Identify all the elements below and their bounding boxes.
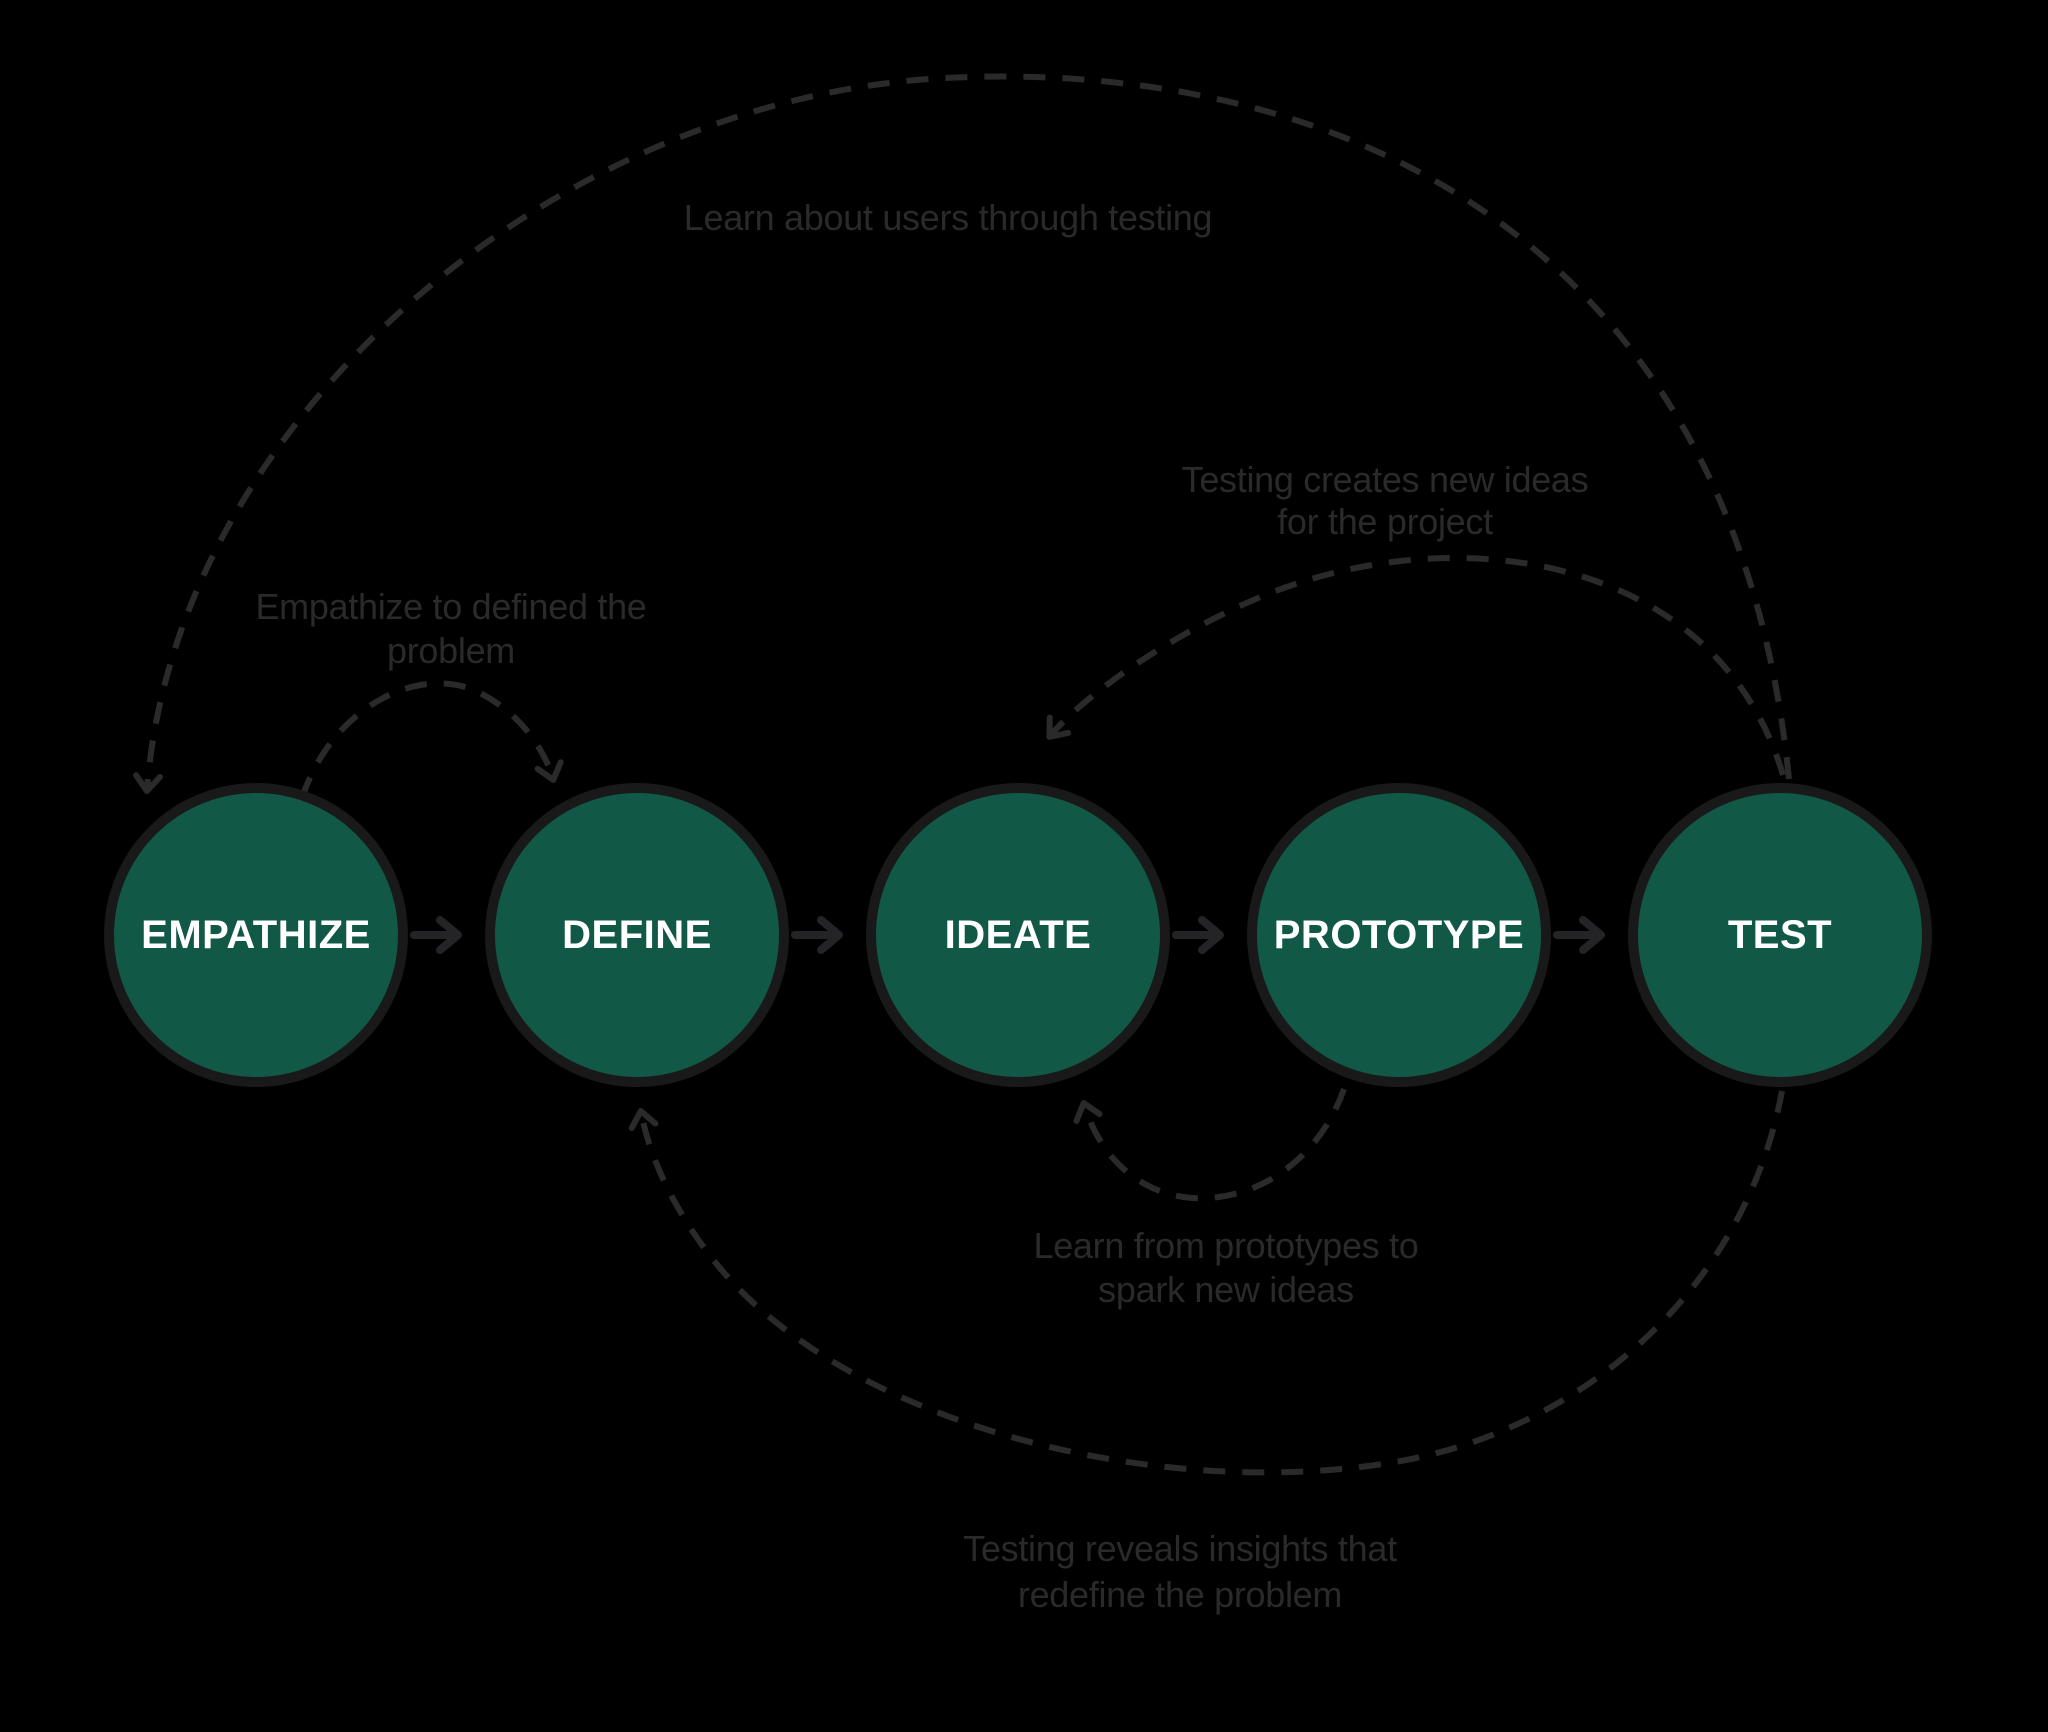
- stage-circle-empathize: [104, 783, 408, 1087]
- feedback-arc-test-define: [628, 1090, 1785, 1476]
- stage-label-ideate: IDEATE: [945, 913, 1092, 957]
- annotation-prototype-ideas-line2: spark new ideas: [1098, 1269, 1354, 1310]
- annotation-empathize-define-line2: problem: [387, 630, 515, 671]
- stage-label-empathize: EMPATHIZE: [141, 913, 371, 957]
- stage-circle-prototype: [1247, 783, 1551, 1087]
- stage-label-test: TEST: [1728, 913, 1832, 957]
- stage-label-prototype: PROTOTYPE: [1274, 913, 1524, 957]
- feedback-arc-empathize-define: [299, 680, 564, 799]
- stage-define: DEFINE: [485, 783, 789, 1087]
- feedback-arc-test-empathize: [133, 73, 1792, 794]
- annotation-testing-ideas-line1: Testing creates new ideas: [1182, 459, 1589, 500]
- annotation-testing-insights-line2: redefine the problem: [1018, 1574, 1342, 1615]
- annotation-prototype-ideas-line1: Learn from prototypes to: [1033, 1225, 1418, 1266]
- stage-ideate: IDEATE: [866, 783, 1170, 1087]
- stage-empathize: EMPATHIZE: [104, 783, 408, 1087]
- annotation-empathize-define-line1: Empathize to defined the: [255, 586, 646, 627]
- annotation-testing-insights-line1: Testing reveals insights that: [963, 1528, 1397, 1569]
- stage-prototype: PROTOTYPE: [1247, 783, 1551, 1087]
- stage-circle-test: [1628, 783, 1932, 1087]
- annotation-learn-users: Learn about users through testing: [684, 197, 1212, 238]
- annotation-testing-ideas-line2: for the project: [1277, 501, 1493, 542]
- stage-test: TEST: [1628, 783, 1932, 1087]
- stage-circle-ideate: [866, 783, 1170, 1087]
- feedback-arc-test-ideate: [1046, 555, 1786, 776]
- feedback-arc-prototype-ideate: [1073, 1087, 1347, 1202]
- stage-label-define: DEFINE: [562, 913, 712, 957]
- stage-circle-define: [485, 783, 789, 1087]
